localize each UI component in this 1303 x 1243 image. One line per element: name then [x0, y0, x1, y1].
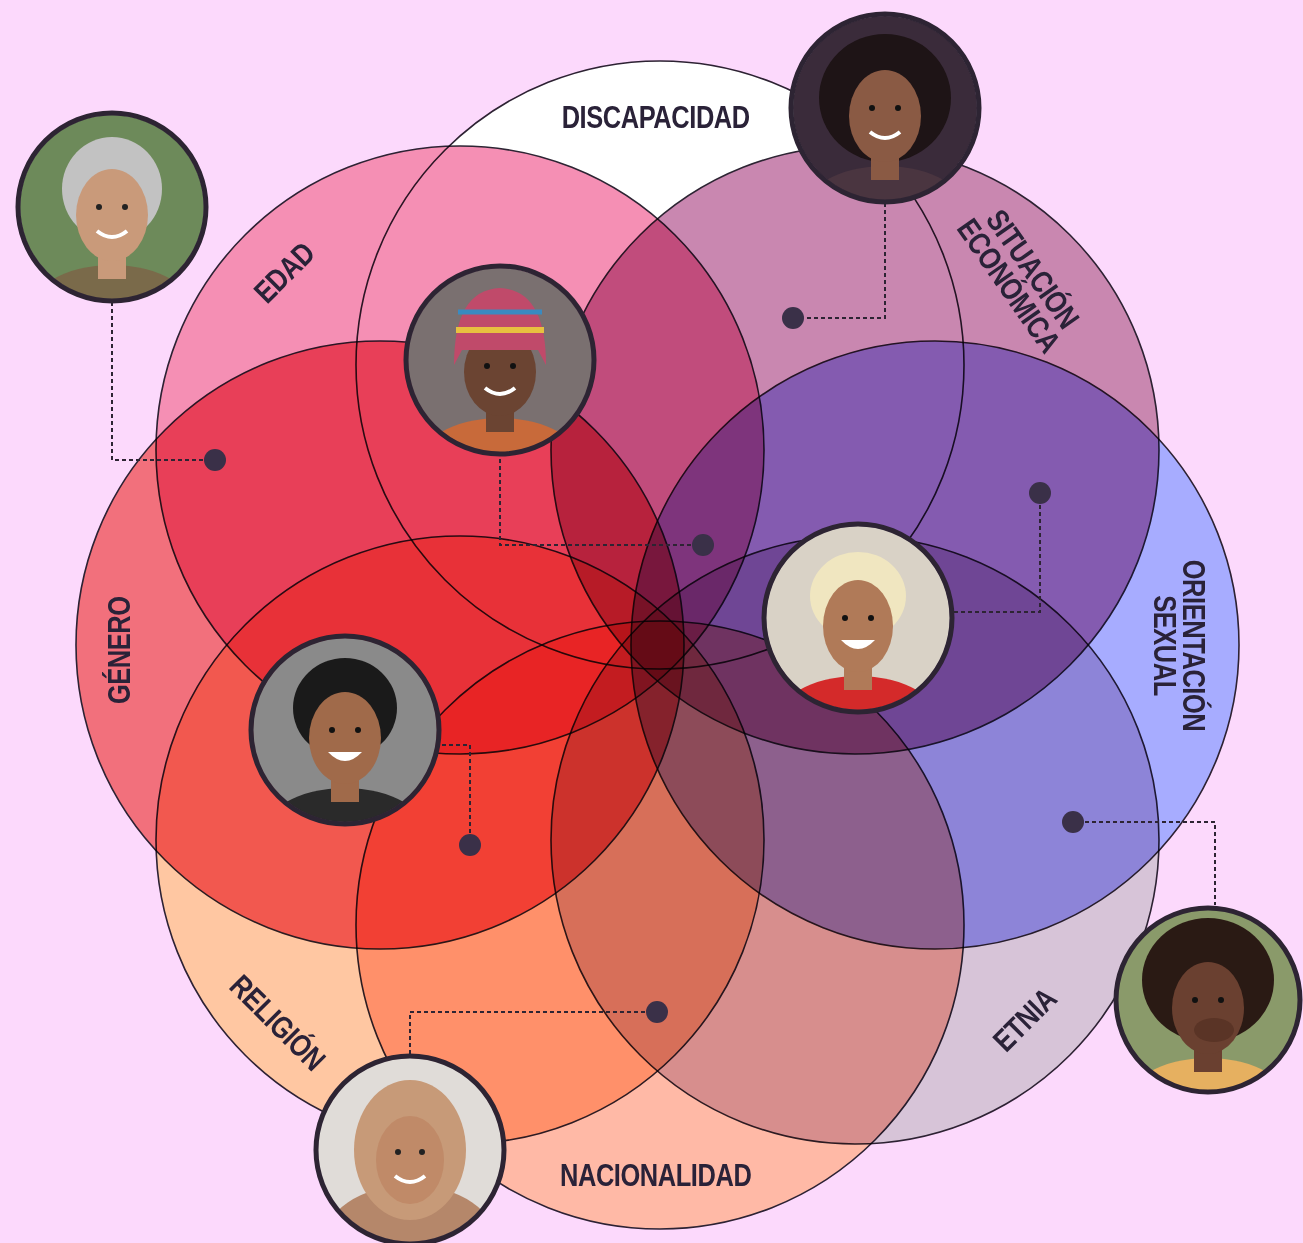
leader-lines [112, 203, 1215, 1055]
category-label: ORIENTACIÓN SEXUAL [1150, 559, 1207, 731]
white-ground [76, 61, 1239, 1229]
portrait [315, 1055, 505, 1243]
portrait [790, 13, 980, 266]
leader-dots [204, 307, 1084, 1023]
portrait [763, 523, 953, 776]
portrait [17, 112, 207, 365]
category-label: GÉNERO [106, 596, 135, 704]
portrait [1113, 905, 1303, 1158]
portrait [250, 635, 440, 888]
category-label: DISCAPACIDAD [561, 104, 749, 133]
category-label: NACIONALIDAD [560, 1162, 751, 1191]
portrait [405, 265, 595, 518]
